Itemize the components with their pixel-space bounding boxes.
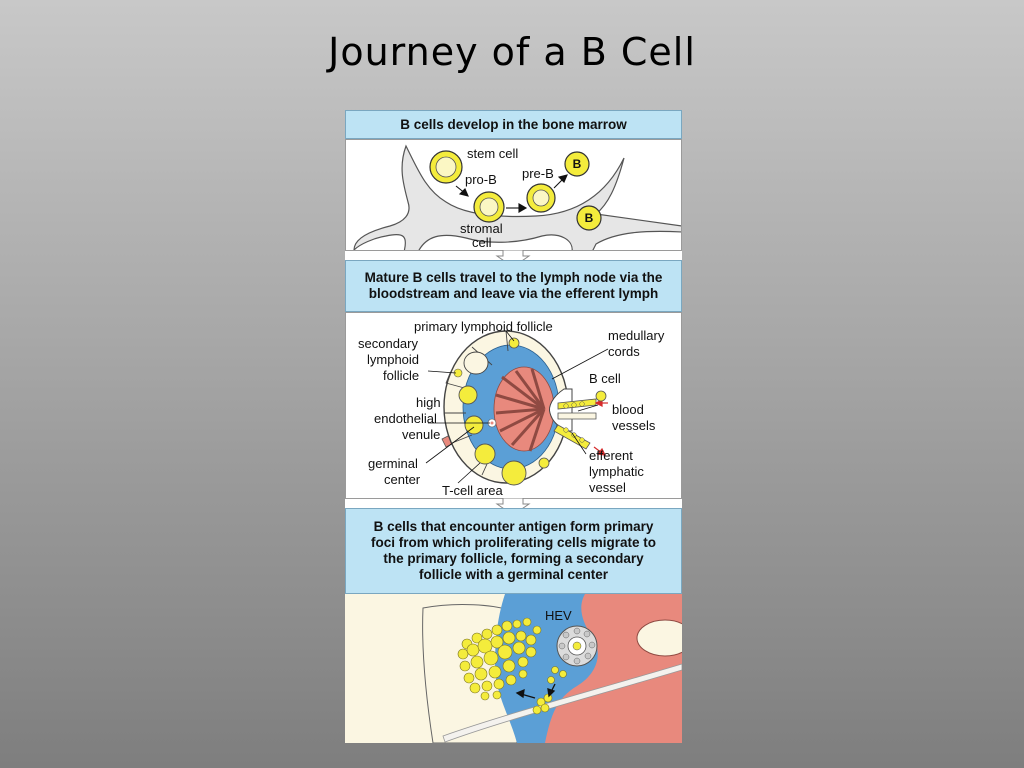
stem-cell-label: stem cell: [467, 146, 518, 161]
blood-label-1: blood: [612, 402, 644, 417]
t-cell-area-label: T-cell area: [442, 483, 503, 498]
panel1-header-text: B cells develop in the bone marrow: [400, 116, 627, 132]
hev-cross-section: [556, 625, 598, 667]
stromal-cell-shape: [353, 144, 681, 250]
b-cell-1: B: [564, 151, 590, 177]
b-cell-2: B: [576, 205, 602, 231]
primary-follicle-label: primary lymphoid follicle: [414, 319, 553, 334]
migrating-cells: [532, 666, 567, 715]
bone-marrow-panel: B B stem cell pro-B pre-B stromal cell: [345, 139, 682, 251]
flow-arrows: [593, 399, 608, 456]
pre-b-cell: [526, 183, 556, 213]
blood-label-2: vessels: [612, 418, 656, 433]
panel1-header: B cells develop in the bone marrow: [345, 110, 682, 139]
panel2-header-line-1: Mature B cells travel to the lymph node …: [364, 270, 663, 285]
medullary-cords: [495, 368, 546, 452]
secondary-label-2: lymphoid: [367, 352, 419, 367]
pro-b-label: pro-B: [465, 172, 497, 187]
bone-marrow-diagram: B B stem cell pro-B pre-B stromal cell: [353, 144, 681, 250]
stem-cell: [429, 150, 463, 184]
panel3-header-line-2: foci from which proliferating cells migr…: [370, 535, 657, 550]
b-cell-label: B cell: [589, 371, 621, 386]
hilum-vessels: [553, 398, 597, 450]
venule-lumen: [636, 619, 682, 657]
panel3-header: B cells that encounter antigen form prim…: [345, 508, 682, 594]
hev-label: HEV: [545, 608, 572, 623]
slide-title: Journey of a B Cell: [328, 30, 696, 74]
panel2-header: Mature B cells travel to the lymph node …: [345, 260, 682, 312]
high-label-3: venule: [402, 427, 440, 442]
germinal-center-cluster: [457, 617, 542, 701]
germinal-label-1: germinal: [368, 456, 418, 471]
high-label-1: high: [416, 395, 441, 410]
lymph-node-diagram: primary lymphoid follicle medullary cord…: [358, 319, 665, 498]
lone-b-cell: [595, 390, 607, 402]
leader-lines: [425, 330, 609, 484]
efferent-label-2: lymphatic: [589, 464, 644, 479]
capillary-strand: [442, 663, 682, 743]
b-cell-1-label: B: [573, 157, 582, 171]
high-label-2: endothelial: [374, 411, 437, 426]
panel3-header-line-3: the primary follicle, forming a secondar…: [383, 551, 644, 566]
migration-arrows: [515, 683, 556, 699]
development-arrows: [455, 174, 568, 213]
panel3-header-line-1: B cells that encounter antigen form prim…: [373, 519, 654, 534]
panel2-header-line-2: bloodstream and leave via the efferent l…: [368, 286, 659, 301]
panel3-header-line-4: follicle with a germinal center: [418, 567, 609, 582]
efferent-label-1: efferent: [589, 448, 633, 463]
b-cell-2-label: B: [585, 211, 594, 225]
stromal-label-1: stromal: [460, 221, 503, 236]
lymph-node-panel: primary lymphoid follicle medullary cord…: [345, 312, 682, 499]
germinal-center-panel: HEV: [345, 594, 682, 743]
hev-spot: [487, 418, 497, 428]
b-cell-journey-figure: B cells develop in the bone marrow B: [345, 110, 682, 743]
stromal-label-2: cell: [472, 235, 492, 250]
pre-b-label: pre-B: [522, 166, 554, 181]
medullary-label-1: medullary: [608, 328, 665, 343]
medullary-label-2: cords: [608, 344, 640, 359]
secondary-label-3: follicle: [383, 368, 419, 383]
follicles: [453, 337, 550, 486]
germinal-label-2: center: [384, 472, 421, 487]
efferent-label-3: vessel: [589, 480, 626, 495]
secondary-label-1: secondary: [358, 336, 418, 351]
germinal-center-diagram: HEV: [345, 594, 682, 743]
pro-b-cell: [473, 191, 505, 223]
